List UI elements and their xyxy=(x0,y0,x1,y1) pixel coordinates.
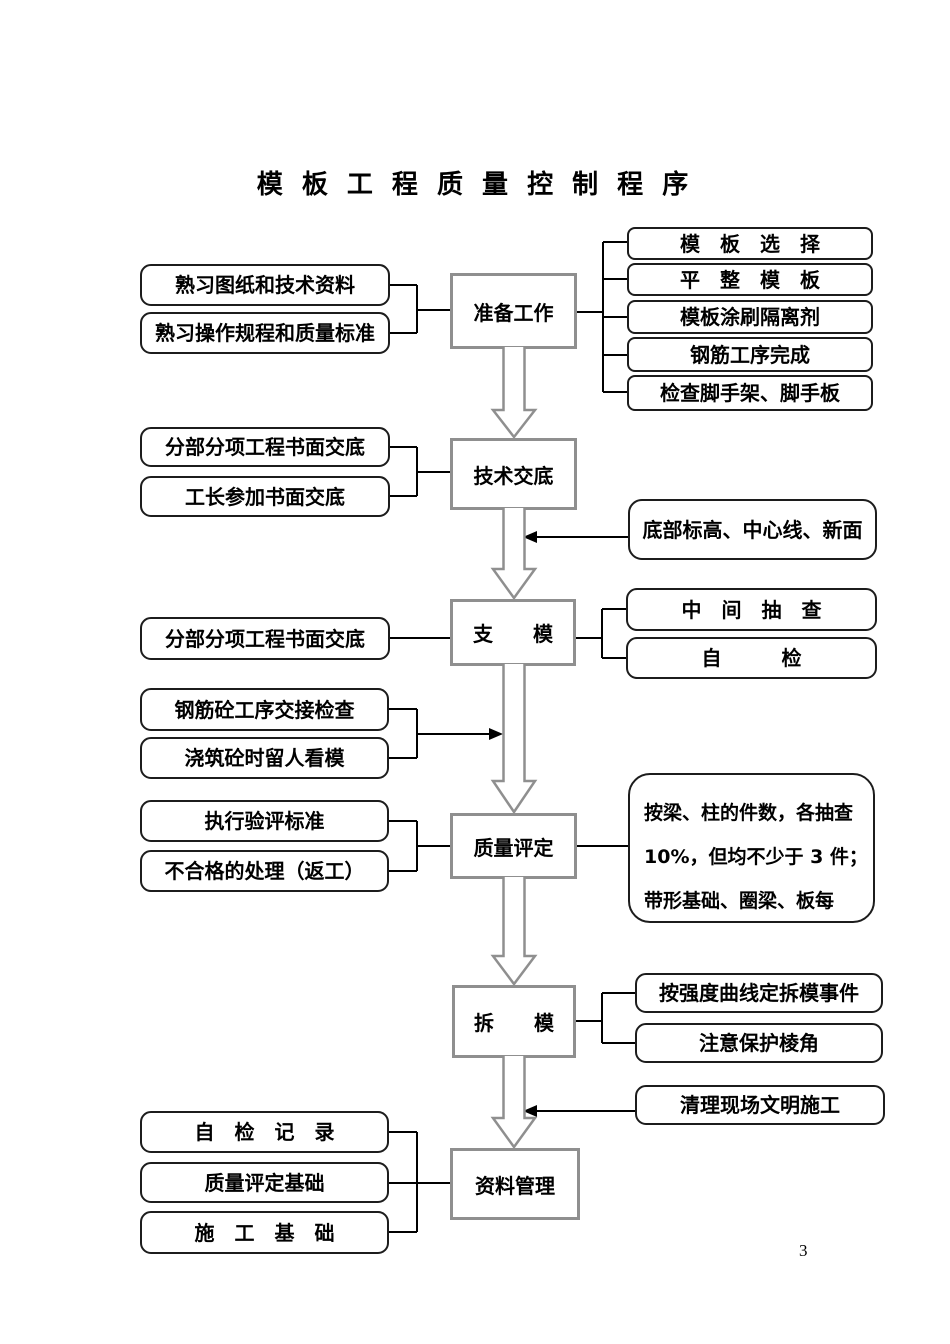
note-line: 10%，但均不少于 3 件； xyxy=(644,845,868,868)
box-label: 底部标高、中心线、新面 xyxy=(642,517,863,542)
box-label: 执行验评标准 xyxy=(204,809,325,833)
connector xyxy=(389,708,496,759)
rebar-handover-check-box: 钢筋砼工序交接检查 xyxy=(140,688,389,731)
node-label: 质量评定 xyxy=(473,835,554,860)
down-block-arrow xyxy=(490,1056,538,1150)
documentation-node: 资料管理 xyxy=(450,1148,580,1220)
protect-edges-box: 注意保护棱角 xyxy=(635,1023,883,1063)
left-arrowhead xyxy=(523,1105,537,1117)
quality-assessment-basis-box: 质量评定基础 xyxy=(140,1162,389,1203)
page-number: 3 xyxy=(799,1241,808,1260)
node-label: 资料管理 xyxy=(475,1173,555,1198)
study-drawings-box: 熟习图纸和技术资料 xyxy=(140,264,390,306)
connector xyxy=(576,992,635,1044)
box-label: 自 检 记 录 xyxy=(194,1120,335,1144)
box-label: 模 板 选 择 xyxy=(680,231,820,256)
node-label: 准备工作 xyxy=(473,300,554,325)
down-block-arrow xyxy=(490,347,538,440)
tech-disclosure-node: 技术交底 xyxy=(450,438,577,510)
sampling-note-box: 按梁、柱的件数，各抽查 10%，但均不少于 3 件； 带形基础、圈梁、板每 xyxy=(628,773,875,923)
right-arrowhead xyxy=(489,728,503,740)
box-label: 检查脚手架、脚手板 xyxy=(660,381,840,405)
box-label: 施 工 基 础 xyxy=(194,1220,335,1245)
connector xyxy=(389,820,450,872)
page-title: 模 板 工 程 质 量 控 制 程 序 xyxy=(256,170,694,200)
preparation-node: 准备工作 xyxy=(450,273,577,349)
connector xyxy=(577,241,627,393)
scaffold-check-box: 检查脚手架、脚手板 xyxy=(627,375,873,411)
level-formwork-box: 平 整 模 板 xyxy=(627,263,873,296)
note-line: 带形基础、圈梁、板每 xyxy=(644,889,835,912)
elevation-centerline-box: 底部标高、中心线、新面 xyxy=(628,499,877,560)
box-label: 分部分项工程书面交底 xyxy=(165,626,365,651)
box-label: 不合格的处理（返工） xyxy=(164,859,365,883)
node-label: 技术交底 xyxy=(473,463,554,488)
connector xyxy=(576,608,626,659)
note-line: 按梁、柱的件数，各抽查 xyxy=(644,801,854,824)
box-label: 平 整 模 板 xyxy=(680,267,820,292)
box-label: 浇筑砼时留人看模 xyxy=(184,746,345,770)
quality-assessment-node: 质量评定 xyxy=(450,813,577,879)
site-cleanup-box: 清理现场文明施工 xyxy=(635,1085,885,1125)
strip-formwork-node: 拆 模 xyxy=(452,985,576,1058)
rework-box: 不合格的处理（返工） xyxy=(140,850,389,892)
formwork-selection-box: 模 板 选 择 xyxy=(627,227,873,260)
connector xyxy=(390,284,450,334)
down-block-arrow xyxy=(490,877,538,987)
connector xyxy=(390,446,450,497)
box-label: 注意保护棱角 xyxy=(699,1031,819,1055)
release-agent-box: 模板涂刷隔离剂 xyxy=(627,300,873,334)
box-label: 钢筋工序完成 xyxy=(690,342,810,367)
study-procedures-box: 熟习操作规程和质量标准 xyxy=(140,312,390,354)
box-label: 熟习操作规程和质量标准 xyxy=(155,321,375,345)
connector-lines xyxy=(389,241,635,1233)
node-label: 支 模 xyxy=(473,622,553,646)
down-block-arrow xyxy=(490,508,538,601)
strength-curve-box: 按强度曲线定拆模事件 xyxy=(635,973,883,1013)
interim-spot-check-box: 中 间 抽 查 xyxy=(626,588,877,631)
self-check-record-box: 自 检 记 录 xyxy=(140,1111,389,1153)
acceptance-standard-box: 执行验评标准 xyxy=(140,800,389,842)
foreman-disclosure-box: 工长参加书面交底 xyxy=(140,476,390,517)
connector xyxy=(389,1131,450,1233)
box-label: 模板涂刷隔离剂 xyxy=(680,305,820,329)
box-label: 自 检 xyxy=(701,646,802,670)
box-label: 中 间 抽 查 xyxy=(681,597,822,622)
down-block-arrow xyxy=(490,664,538,815)
box-label: 质量评定基础 xyxy=(204,1170,325,1195)
box-label: 钢筋砼工序交接检查 xyxy=(174,697,355,722)
box-label: 按强度曲线定拆模事件 xyxy=(659,981,859,1005)
left-arrowhead xyxy=(523,531,537,543)
construction-basis-box: 施 工 基 础 xyxy=(140,1211,389,1254)
box-label: 清理现场文明施工 xyxy=(680,1093,840,1117)
written-disclosure-box-2: 分部分项工程书面交底 xyxy=(140,617,390,660)
erect-formwork-node: 支 模 xyxy=(450,599,576,666)
watch-formwork-box: 浇筑砼时留人看模 xyxy=(140,737,389,779)
self-check-box: 自 检 xyxy=(626,637,877,679)
node-label: 拆 模 xyxy=(474,1011,554,1035)
rebar-complete-box: 钢筋工序完成 xyxy=(627,337,873,372)
written-disclosure-box-1: 分部分项工程书面交底 xyxy=(140,427,390,467)
box-label: 工长参加书面交底 xyxy=(185,484,345,509)
box-label: 熟习图纸和技术资料 xyxy=(175,273,355,297)
box-label: 分部分项工程书面交底 xyxy=(165,435,365,459)
